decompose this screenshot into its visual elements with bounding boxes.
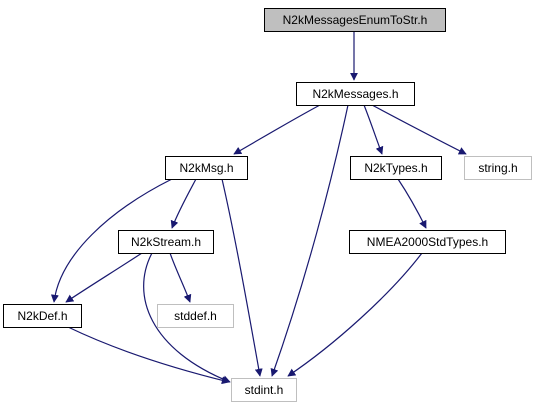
node-nmea[interactable]: NMEA2000StdTypes.h — [349, 230, 506, 254]
edge-stream-to-stddef — [169, 252, 192, 303]
node-box-msg — [165, 156, 248, 180]
node-box-stdint — [231, 378, 297, 402]
node-root[interactable]: N2kMessagesEnumToStr.h — [264, 8, 446, 32]
node-box-string — [464, 156, 532, 180]
node-box-types — [350, 156, 442, 180]
node-box-msgs — [296, 82, 415, 106]
node-label-root: N2kMessagesEnumToStr.h — [283, 13, 428, 27]
node-label-types: N2kTypes.h — [364, 161, 427, 175]
dependency-edges — [50, 31, 467, 385]
node-label-stdint: stdint.h — [245, 383, 284, 397]
node-types[interactable]: N2kTypes.h — [350, 156, 442, 180]
edge-msgs-to-string — [371, 104, 467, 155]
edge-msg-to-def — [50, 178, 173, 303]
edge-msgs-to-stdint — [270, 104, 349, 377]
node-box-stream — [118, 230, 214, 254]
node-msgs[interactable]: N2kMessages.h — [296, 82, 415, 106]
dependency-nodes: N2kMessagesEnumToStr.hN2kMessages.hN2kMs… — [3, 8, 532, 402]
edge-def-to-stdint — [67, 326, 230, 385]
node-def[interactable]: N2kDef.h — [3, 304, 82, 328]
node-label-string: string.h — [478, 161, 517, 175]
node-msg[interactable]: N2kMsg.h — [165, 156, 248, 180]
edge-stream-to-stdint — [143, 252, 231, 384]
node-stream[interactable]: N2kStream.h — [118, 230, 214, 254]
node-label-def: N2kDef.h — [17, 309, 67, 323]
node-stddef[interactable]: stddef.h — [157, 304, 234, 328]
node-label-stddef: stddef.h — [174, 309, 217, 323]
edge-nmea-to-stdint — [287, 252, 423, 377]
edge-msgs-to-msg — [233, 104, 321, 155]
node-box-stddef — [157, 304, 234, 328]
edge-stream-to-def — [65, 252, 143, 303]
node-label-stream: N2kStream.h — [131, 235, 201, 249]
edge-types-to-nmea — [397, 178, 427, 229]
node-box-def — [3, 304, 82, 328]
edge-msg-to-stdint — [221, 178, 263, 377]
edge-msg-to-stream — [170, 178, 197, 229]
node-label-msg: N2kMsg.h — [179, 161, 233, 175]
node-string[interactable]: string.h — [464, 156, 532, 180]
node-label-nmea: NMEA2000StdTypes.h — [367, 235, 488, 249]
edge-msgs-to-types — [363, 104, 384, 155]
node-box-nmea — [349, 230, 506, 254]
node-label-msgs: N2kMessages.h — [312, 87, 398, 101]
node-box-root — [264, 8, 446, 32]
node-stdint[interactable]: stdint.h — [231, 378, 297, 402]
